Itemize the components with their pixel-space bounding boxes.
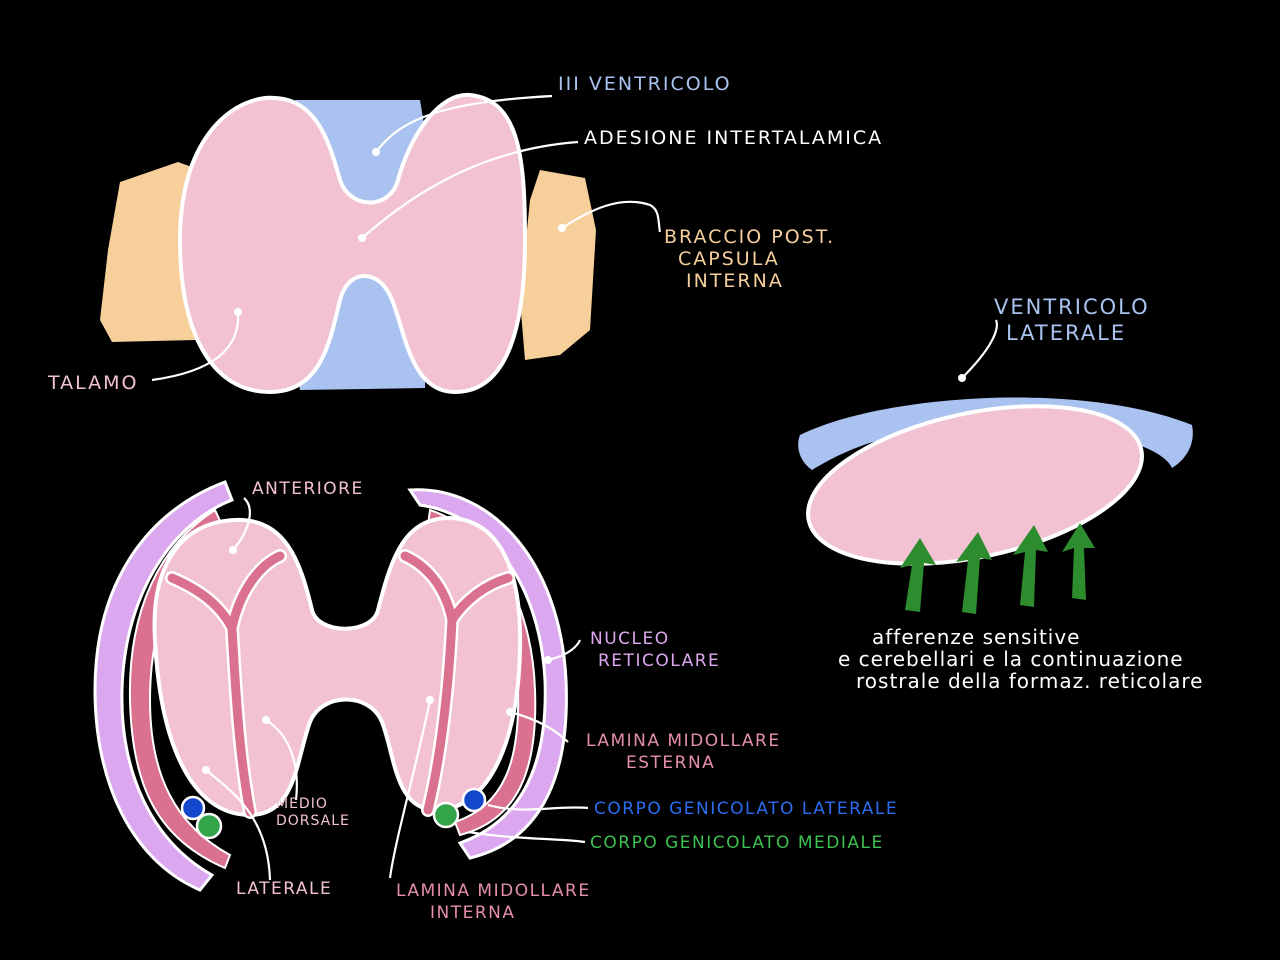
label-lateral-geniculate: CORPO GENICOLATO LATERALE	[594, 799, 899, 819]
label-medio-dorsal: MEDIO DORSALE	[276, 796, 350, 830]
lateral-geniculate-right	[461, 787, 487, 813]
label-internal-capsule-line-2: CAPSULA	[678, 248, 780, 270]
label-internal-lamina: LAMINA MIDOLLARE INTERNA	[396, 880, 591, 924]
label-interthalamic-adhesion: ADESIONE INTERTALAMICA	[584, 127, 884, 149]
bottom-leader-dots	[202, 546, 552, 774]
label-reticular-line-1: NUCLEO	[590, 629, 670, 649]
internal-lamina-core	[167, 551, 513, 817]
label-reticular-nucleus: NUCLEO RETICOLARE	[590, 628, 720, 672]
bottom-nuclei-figure	[93, 480, 589, 892]
label-medio-dorsal-line-2: DORSALE	[276, 813, 350, 829]
label-lateral-ventricle: VENTRICOLO LATERALE	[994, 296, 1150, 344]
label-anterior: ANTERIORE	[252, 479, 364, 499]
thalamus-pair	[177, 92, 528, 395]
label-internal-lamina-line-1: LAMINA MIDOLLARE	[396, 881, 591, 901]
right-leader-dot	[958, 374, 966, 382]
afferent-arrows	[900, 523, 1095, 614]
thalamus-oblique-section	[806, 404, 1144, 566]
label-external-lamina-line-1: LAMINA MIDOLLARE	[586, 731, 781, 751]
reticular-nucleus-left	[93, 480, 234, 892]
label-third-ventricle: III VENTRICOLO	[558, 73, 732, 95]
right-leader-lines	[961, 319, 998, 379]
medial-geniculate-left	[195, 812, 223, 840]
medial-geniculate-right	[432, 801, 460, 829]
label-lateral-ventricle-line-1: VENTRICOLO	[994, 295, 1150, 319]
reticular-nucleus-right	[407, 488, 568, 860]
label-thalamus: TALAMO	[48, 372, 139, 394]
bottom-leader-lines	[205, 497, 589, 881]
label-afferents-line-3: rostrale della formaz. reticolare	[856, 669, 1204, 693]
label-internal-lamina-line-2: INTERNA	[430, 903, 516, 923]
right-ventricle-figure	[798, 319, 1193, 614]
label-internal-capsule-line-1: BRACCIO POST.	[664, 226, 836, 248]
label-afferents-line-1: afferenze sensitive	[872, 625, 1081, 649]
label-external-lamina: LAMINA MIDOLLARE ESTERNA	[586, 730, 781, 774]
top-leader-dots	[234, 148, 566, 316]
top-leader-lines	[151, 94, 662, 382]
internal-capsule-right	[520, 170, 596, 360]
label-internal-capsule: BRACCIO POST. CAPSULA INTERNA	[664, 226, 835, 292]
label-medial-geniculate: CORPO GENICOLATO MEDIALE	[590, 833, 884, 853]
label-medio-dorsal-line-1: MEDIO	[276, 796, 328, 812]
top-thalamus-figure	[100, 92, 662, 395]
label-lateral-nucleus: LATERALE	[236, 879, 333, 899]
label-internal-capsule-line-3: INTERNA	[686, 270, 784, 292]
label-external-lamina-line-2: ESTERNA	[626, 753, 716, 773]
label-reticular-line-2: RETICOLARE	[598, 651, 721, 671]
lateral-geniculate-left	[180, 795, 206, 821]
label-afferents: afferenze sensitive e cerebellari e la c…	[838, 625, 1204, 693]
label-afferents-line-2: e cerebellari e la continuazione	[838, 647, 1184, 671]
label-lateral-ventricle-line-2: LATERALE	[1006, 321, 1127, 345]
